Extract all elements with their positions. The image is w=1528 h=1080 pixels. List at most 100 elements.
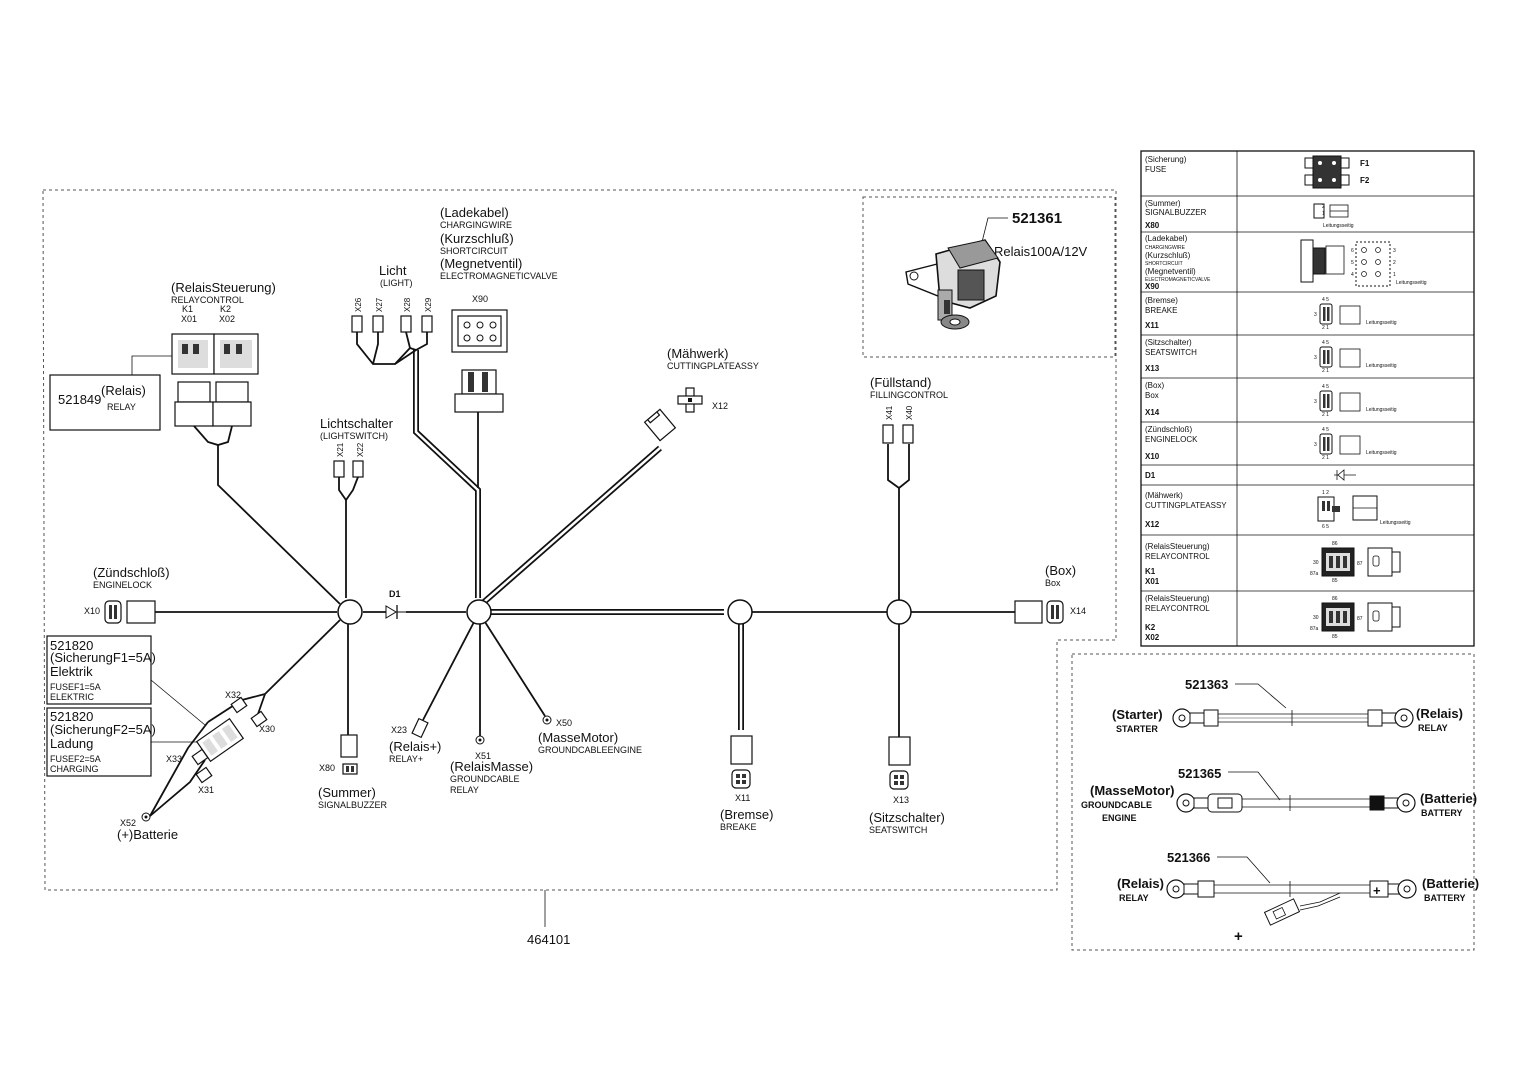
legend-row-relay-k2: (RelaisSteuerung) RELAYCONTROL K2 X02 86… <box>1145 594 1401 642</box>
svg-text:K1: K1 <box>1145 567 1156 576</box>
relay-label-box: 521849 (Relais) RELAY <box>49 355 172 431</box>
svg-text:FILLINGCONTROL: FILLINGCONTROL <box>870 390 948 400</box>
battery-terminal: X52 (+)Batterie <box>117 812 178 842</box>
relay-inset-outline <box>862 196 1116 358</box>
svg-text:4: 4 <box>1351 272 1354 278</box>
svg-text:4 5: 4 5 <box>1322 340 1329 346</box>
legend-row-seat: (Sitzschalter) SEATSWITCH X13 4 5 3 2 1 … <box>1145 338 1397 374</box>
svg-text:X28: X28 <box>403 297 412 312</box>
svg-text:(SicherungF2=5A): (SicherungF2=5A) <box>50 722 156 737</box>
svg-text:(Zündschloß): (Zündschloß) <box>93 565 170 580</box>
svg-text:Leitungsseitig: Leitungsseitig <box>1366 450 1397 456</box>
svg-text:1: 1 <box>1322 211 1325 217</box>
connector-legend-table: (Sicherung) FUSE F1 F2 (Summer) SIGNALBU… <box>1140 150 1475 647</box>
svg-text:RELAYCONTROL: RELAYCONTROL <box>1145 604 1210 613</box>
svg-text:87: 87 <box>1357 616 1363 622</box>
svg-text:K2: K2 <box>1145 623 1156 632</box>
legend-row-engine-lock: (Zündschloß) ENGINELOCK X10 4 5 3 2 1 Le… <box>1145 425 1397 461</box>
svg-text:30: 30 <box>1313 560 1319 566</box>
svg-text:86: 86 <box>1332 541 1338 547</box>
svg-text:ELECTROMAGNETICVALVE: ELECTROMAGNETICVALVE <box>440 271 558 281</box>
svg-text:85: 85 <box>1332 578 1338 584</box>
svg-text:X02: X02 <box>219 314 235 324</box>
cable-521363: 521363 (Starter) STARTER (Relais) RELAY <box>1112 677 1463 734</box>
svg-text:(SicherungF1=5A): (SicherungF1=5A) <box>50 650 156 665</box>
svg-text:521365: 521365 <box>1178 766 1221 781</box>
svg-text:X90: X90 <box>1145 282 1160 291</box>
junction-node-2 <box>466 599 492 625</box>
legend-row-brake: (Bremse) BREAKE X11 4 5 3 2 1 Leitungsse… <box>1145 296 1397 331</box>
svg-text:2: 2 <box>1322 204 1325 210</box>
svg-text:X52: X52 <box>120 818 136 828</box>
svg-text:K1: K1 <box>182 304 193 314</box>
svg-text:X80: X80 <box>319 763 335 773</box>
svg-text:X01: X01 <box>181 314 197 324</box>
svg-text:X29: X29 <box>424 297 433 312</box>
svg-text:6: 6 <box>1351 248 1354 254</box>
svg-text:2 1: 2 1 <box>1322 368 1329 374</box>
cable-521365: 521365 (MasseMotor) GROUNDCABLE ENGINE (… <box>1081 766 1477 823</box>
svg-text:D1: D1 <box>1145 471 1156 480</box>
svg-text:(Kurzschluß): (Kurzschluß) <box>1145 251 1191 260</box>
brake-connector: X11 (Bremse) BREAKE <box>720 735 773 832</box>
charging-valve-connector: (Ladekabel) CHARGINGWIRE (Kurzschluß) SH… <box>440 205 558 413</box>
svg-text:X11: X11 <box>1145 321 1159 330</box>
svg-text:4 5: 4 5 <box>1322 384 1329 390</box>
svg-text:(RelaisSteuerung): (RelaisSteuerung) <box>171 280 276 295</box>
svg-text:87a: 87a <box>1310 626 1319 632</box>
svg-text:(Zündschloß): (Zündschloß) <box>1145 425 1192 434</box>
fuse1-label: 521820 (SicherungF1=5A) Elektrik FUSEF1=… <box>46 635 206 726</box>
svg-text:(Megnetventil): (Megnetventil) <box>1145 267 1196 276</box>
svg-text:X13: X13 <box>1145 364 1160 373</box>
svg-text:+: + <box>1373 883 1381 898</box>
svg-text:SHORTCIRCUIT: SHORTCIRCUIT <box>440 246 508 256</box>
svg-text:BREAKE: BREAKE <box>1145 306 1177 315</box>
legend-row-box: (Box) Box X14 4 5 3 2 1 Leitungsseitig <box>1145 381 1397 418</box>
svg-text:5: 5 <box>1351 260 1354 266</box>
svg-text:(Mähwerk): (Mähwerk) <box>667 346 728 361</box>
relay-plus-connector: X23 (Relais+) RELAY+ <box>389 717 441 764</box>
svg-text:RELAY: RELAY <box>450 785 479 795</box>
svg-text:521363: 521363 <box>1185 677 1228 692</box>
svg-text:(Relais+): (Relais+) <box>389 739 441 754</box>
svg-text:(Kurzschluß): (Kurzschluß) <box>440 231 514 246</box>
svg-text:X02: X02 <box>1145 633 1160 642</box>
svg-text:CHARGINGWIRE: CHARGINGWIRE <box>440 220 512 230</box>
svg-text:GROUNDCABLE: GROUNDCABLE <box>1081 800 1152 810</box>
box-connector: (Box) Box X14 <box>1014 563 1086 624</box>
svg-text:X26: X26 <box>354 297 363 312</box>
svg-text:CHARGINGWIRE: CHARGINGWIRE <box>1145 245 1186 251</box>
svg-text:Leitungsseitig: Leitungsseitig <box>1366 363 1397 369</box>
svg-text:3: 3 <box>1314 312 1317 318</box>
svg-text:X22: X22 <box>356 442 365 457</box>
svg-text:X21: X21 <box>336 442 345 457</box>
svg-text:BATTERY: BATTERY <box>1424 893 1466 903</box>
svg-text:Leitungsseitig: Leitungsseitig <box>1323 223 1354 229</box>
svg-text:Elektrik: Elektrik <box>50 664 93 679</box>
svg-text:X10: X10 <box>1145 452 1160 461</box>
svg-text:Leitungsseitig: Leitungsseitig <box>1366 407 1397 413</box>
svg-text:Relais100A/12V: Relais100A/12V <box>994 244 1088 259</box>
svg-text:Box: Box <box>1145 391 1159 400</box>
harness-outline <box>42 189 1117 891</box>
svg-text:X50: X50 <box>556 718 572 728</box>
svg-text:SHORTCIRCUIT: SHORTCIRCUIT <box>1145 261 1183 267</box>
svg-text:(Füllstand): (Füllstand) <box>870 375 931 390</box>
svg-text:521820: 521820 <box>50 709 93 724</box>
svg-text:85: 85 <box>1332 634 1338 640</box>
svg-text:BATTERY: BATTERY <box>1421 808 1463 818</box>
legend-row-relay-k1: (RelaisSteuerung) RELAYCONTROL K1 X01 86… <box>1145 541 1401 586</box>
svg-text:2: 2 <box>1393 260 1396 266</box>
svg-text:X33: X33 <box>166 754 182 764</box>
svg-text:6 5: 6 5 <box>1322 524 1329 530</box>
lightswitch-connectors: Lichtschalter (LIGHTSWITCH) X21 X22 <box>320 416 394 502</box>
svg-text:521849: 521849 <box>58 392 101 407</box>
harness-part-number: 464101 <box>527 932 570 947</box>
svg-text:(Starter): (Starter) <box>1112 707 1163 722</box>
seat-switch-connector: X13 (Sitzschalter) SEATSWITCH <box>869 736 945 835</box>
svg-text:X27: X27 <box>375 297 384 312</box>
svg-text:(Batterie): (Batterie) <box>1420 791 1477 806</box>
svg-text:X12: X12 <box>712 401 728 411</box>
svg-text:(Relais): (Relais) <box>1416 706 1463 721</box>
